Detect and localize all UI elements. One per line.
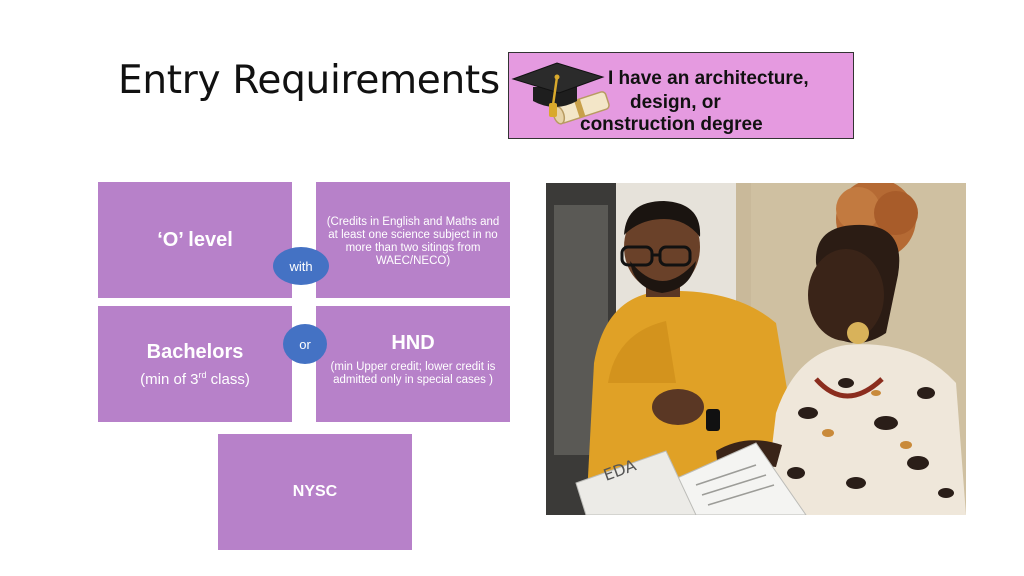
graduation-cap-diploma-icon [511, 62, 610, 125]
credits-box: (Credits in English and Maths and at lea… [316, 182, 510, 298]
callout-line-2: design, or [630, 92, 721, 113]
bachelors-label: Bachelors [146, 341, 244, 363]
callout-line-3: construction degree [580, 114, 763, 135]
bachelors-box: Bachelors (min of 3rd class) [98, 306, 292, 422]
hnd-box: HND (min Upper credit; lower credit is a… [316, 306, 510, 422]
nysc-box: NYSC [218, 434, 412, 550]
callout-line-1: I have an architecture, [608, 68, 809, 89]
nysc-label: NYSC [292, 483, 338, 500]
or-connector: or [283, 324, 327, 364]
bachelors-sub-suffix: class) [206, 371, 250, 388]
slide-title: Entry Requirements [118, 58, 500, 103]
bachelors-sub-prefix: (min of 3 [140, 371, 199, 388]
bachelors-sub-sup: rd [198, 370, 207, 380]
credits-text: (Credits in English and Maths and at lea… [326, 216, 500, 267]
bachelors-sub: (min of 3rd class) [140, 370, 250, 388]
degree-callout: I have an architecture, design, or const… [508, 52, 854, 139]
hnd-text: (min Upper credit; lower credit is admit… [330, 361, 496, 386]
with-connector: with [273, 247, 329, 285]
hnd-label: HND [391, 332, 435, 354]
olevel-box: ‘O’ level [98, 182, 292, 298]
photo-two-people-reviewing-document: EDA [546, 183, 966, 515]
olevel-label: ‘O’ level [157, 229, 233, 251]
